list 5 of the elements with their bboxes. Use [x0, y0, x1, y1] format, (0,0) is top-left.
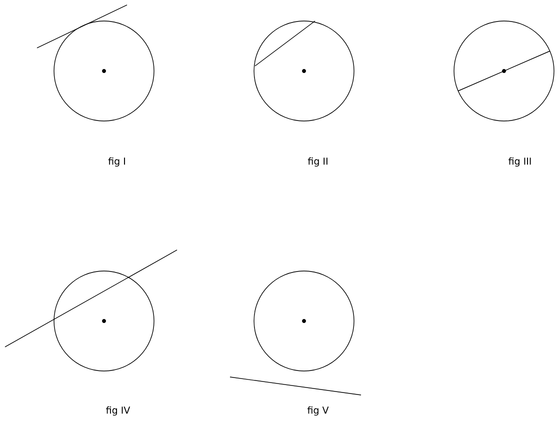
figure-label: fig V	[307, 406, 329, 416]
figure-label: fig III	[508, 157, 531, 167]
figure-label: fig IV	[106, 406, 130, 416]
figure-label: fig I	[108, 157, 125, 167]
figure-label: fig II	[308, 157, 328, 167]
